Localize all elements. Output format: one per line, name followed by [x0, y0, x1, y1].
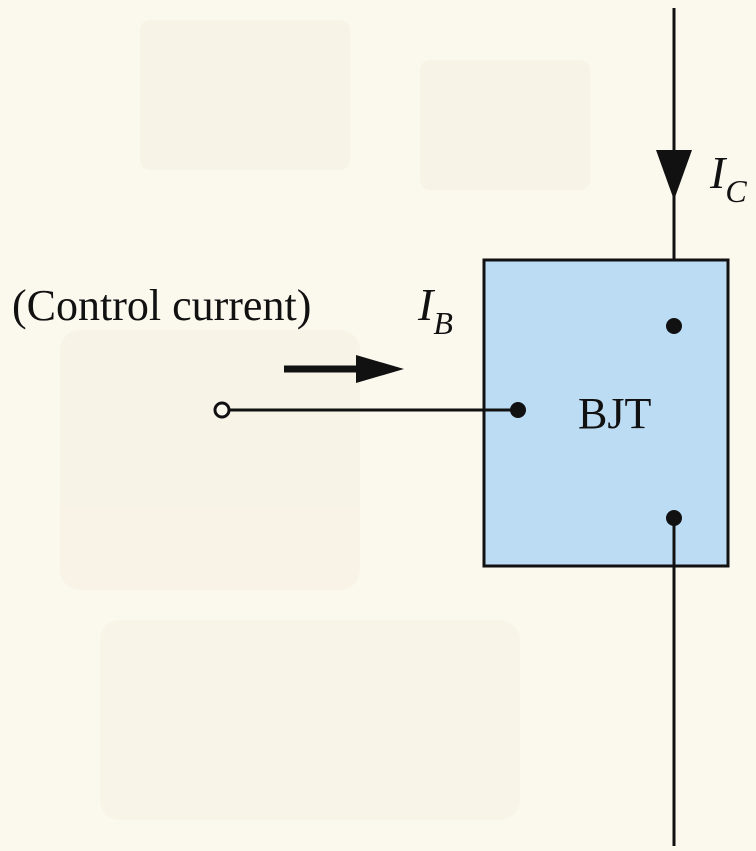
collector-current-arrow: [656, 150, 692, 200]
bjt-label: BJT: [578, 389, 651, 438]
collector-current-subscript: C: [725, 173, 747, 209]
base-current-label: IB: [417, 279, 453, 341]
collector-current-label: IC: [709, 147, 747, 209]
background-texture: [60, 20, 590, 820]
base-input-terminal: [213, 401, 231, 419]
collector-current-symbol: I: [709, 147, 728, 198]
bjt-block: [482, 258, 730, 568]
base-current-subscript: B: [433, 305, 453, 341]
collector-terminal-dot: [666, 318, 682, 334]
control-current-text: (Control current): [12, 281, 311, 330]
control-current-arrow: [284, 355, 404, 383]
base-current-symbol: I: [417, 279, 436, 330]
